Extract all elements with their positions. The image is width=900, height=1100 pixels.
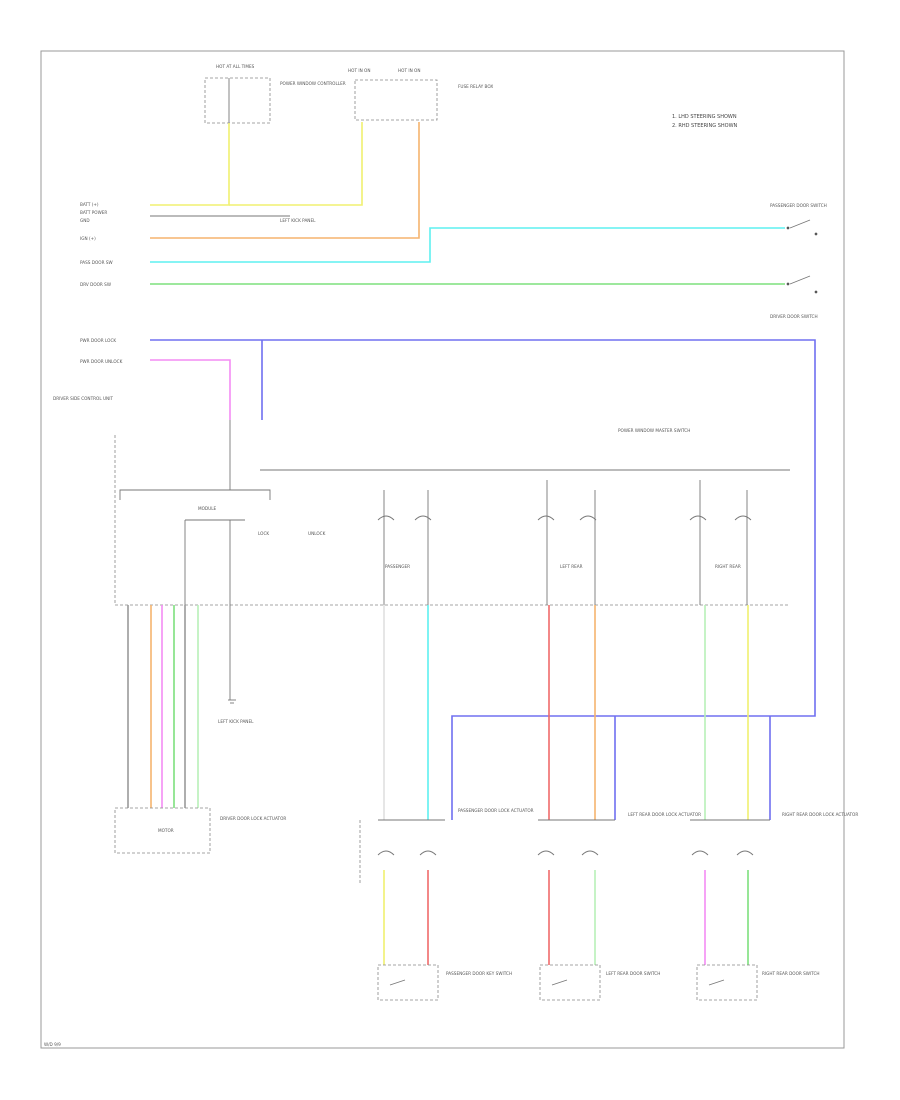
top-left-fuse-box: HOT AT ALL TIMES POWER WINDOW CONTROLLER	[204, 64, 346, 124]
module-label: MODULE	[198, 506, 217, 511]
svg-text:BATT POWER: BATT POWER	[80, 210, 107, 215]
module-bracket	[119, 489, 271, 500]
top-mid-fuse-box: HOT IN ON HOT IN ON FUSE RELAY BOX	[348, 68, 493, 121]
svg-text:1. LHD STEERING SHOWN: 1. LHD STEERING SHOWN	[672, 114, 737, 120]
rr-actuator: RIGHT REAR DOOR LOCK ACTUATOR	[690, 812, 858, 856]
svg-text:IGN (+): IGN (+)	[80, 236, 96, 241]
svg-text:PWR DOOR LOCK: PWR DOOR LOCK	[80, 338, 116, 343]
ecu-to-driver-wires	[127, 605, 199, 808]
svg-text:PASSENGER DOOR LOCK ACTUATOR: PASSENGER DOOR LOCK ACTUATOR	[458, 808, 534, 813]
lr-door-switch: LEFT REAR DOOR SWITCH	[539, 964, 660, 1001]
svg-text:HOT AT ALL TIMES: HOT AT ALL TIMES	[216, 64, 255, 69]
svg-text:RIGHT REAR: RIGHT REAR	[715, 564, 741, 569]
svg-text:MOTOR: MOTOR	[158, 828, 174, 833]
legend: 1. LHD STEERING SHOWN 2. RHD STEERING SH…	[672, 114, 738, 129]
wire-yellow-2	[229, 122, 363, 206]
svg-text:PASS DOOR SW: PASS DOOR SW	[80, 260, 113, 265]
svg-text:PASSENGER DOOR SWITCH: PASSENGER DOOR SWITCH	[770, 203, 827, 208]
svg-text:DRIVER DOOR SWITCH: DRIVER DOOR SWITCH	[770, 314, 818, 319]
sw-left-rear: LEFT REAR	[537, 480, 597, 605]
lower-ground: LEFT KICK PANEL	[218, 699, 254, 724]
lower-wires	[383, 870, 749, 965]
sw-passenger: PASSENGER	[377, 490, 432, 605]
wire-pink-unlock	[150, 359, 231, 420]
driver-door-switch: DRIVER DOOR SWITCH	[770, 275, 818, 319]
pass-actuator: PASSENGER DOOR LOCK ACTUATOR	[359, 808, 534, 885]
svg-text:PASSENGER: PASSENGER	[385, 564, 410, 569]
svg-text:RIGHT REAR DOOR LOCK ACTUATOR: RIGHT REAR DOOR LOCK ACTUATOR	[782, 812, 858, 817]
passenger-door-switch: PASSENGER DOOR SWITCH	[770, 203, 827, 236]
bus-labels: BATT (+) BATT POWER GND IGN (+) PASS DOO…	[80, 202, 123, 364]
lock-label: LOCK	[258, 531, 269, 536]
svg-text:DRV DOOR SW: DRV DOOR SW	[80, 282, 111, 287]
ground-junction-label: LEFT KICK PANEL	[280, 218, 316, 223]
svg-text:LEFT REAR: LEFT REAR	[560, 564, 583, 569]
svg-text:RIGHT REAR DOOR SWITCH: RIGHT REAR DOOR SWITCH	[762, 971, 820, 976]
switch-to-actuator-wires	[383, 605, 749, 820]
sw-right-rear: RIGHT REAR	[689, 480, 752, 605]
wire-orange-ign	[150, 122, 420, 239]
wire-yellow-batt	[150, 123, 230, 206]
svg-text:BATT (+): BATT (+)	[80, 202, 99, 207]
power-window-master-label: POWER WINDOW MASTER SWITCH	[618, 428, 690, 433]
wire-cyan-pass	[150, 227, 785, 263]
svg-text:PWR DOOR UNLOCK: PWR DOOR UNLOCK	[80, 359, 123, 364]
lr-actuator: LEFT REAR DOOR LOCK ACTUATOR	[537, 812, 701, 856]
svg-text:LEFT REAR DOOR LOCK ACTUATOR: LEFT REAR DOOR LOCK ACTUATOR	[628, 812, 701, 817]
svg-text:POWER WINDOW CONTROLLER: POWER WINDOW CONTROLLER	[280, 81, 346, 86]
ecu-label: DRIVER SIDE CONTROL UNIT	[53, 396, 113, 401]
svg-text:LEFT REAR DOOR SWITCH: LEFT REAR DOOR SWITCH	[606, 971, 660, 976]
pass-key-switch: PASSENGER DOOR KEY SWITCH	[377, 964, 512, 1001]
driver-door-lock-actuator: MOTOR DRIVER DOOR LOCK ACTUATOR	[114, 807, 286, 854]
diagram-border	[40, 50, 845, 1049]
svg-text:HOT IN ON: HOT IN ON	[348, 68, 370, 73]
svg-text:DRIVER DOOR LOCK ACTUATOR: DRIVER DOOR LOCK ACTUATOR	[220, 816, 286, 821]
svg-text:PASSENGER DOOR KEY SWITCH: PASSENGER DOOR KEY SWITCH	[446, 971, 512, 976]
footer-code: W/D 9/9	[44, 1042, 61, 1047]
svg-text:GND: GND	[80, 218, 90, 223]
rr-door-switch: RIGHT REAR DOOR SWITCH	[696, 964, 820, 1001]
svg-text:FUSE RELAY BOX: FUSE RELAY BOX	[458, 84, 493, 89]
wire-blue-lock	[150, 339, 816, 820]
svg-text:HOT IN ON: HOT IN ON	[398, 68, 420, 73]
svg-text:LEFT KICK PANEL: LEFT KICK PANEL	[218, 719, 254, 724]
svg-text:2. RHD STEERING SHOWN: 2. RHD STEERING SHOWN	[672, 123, 738, 129]
unlock-label: UNLOCK	[308, 531, 326, 536]
